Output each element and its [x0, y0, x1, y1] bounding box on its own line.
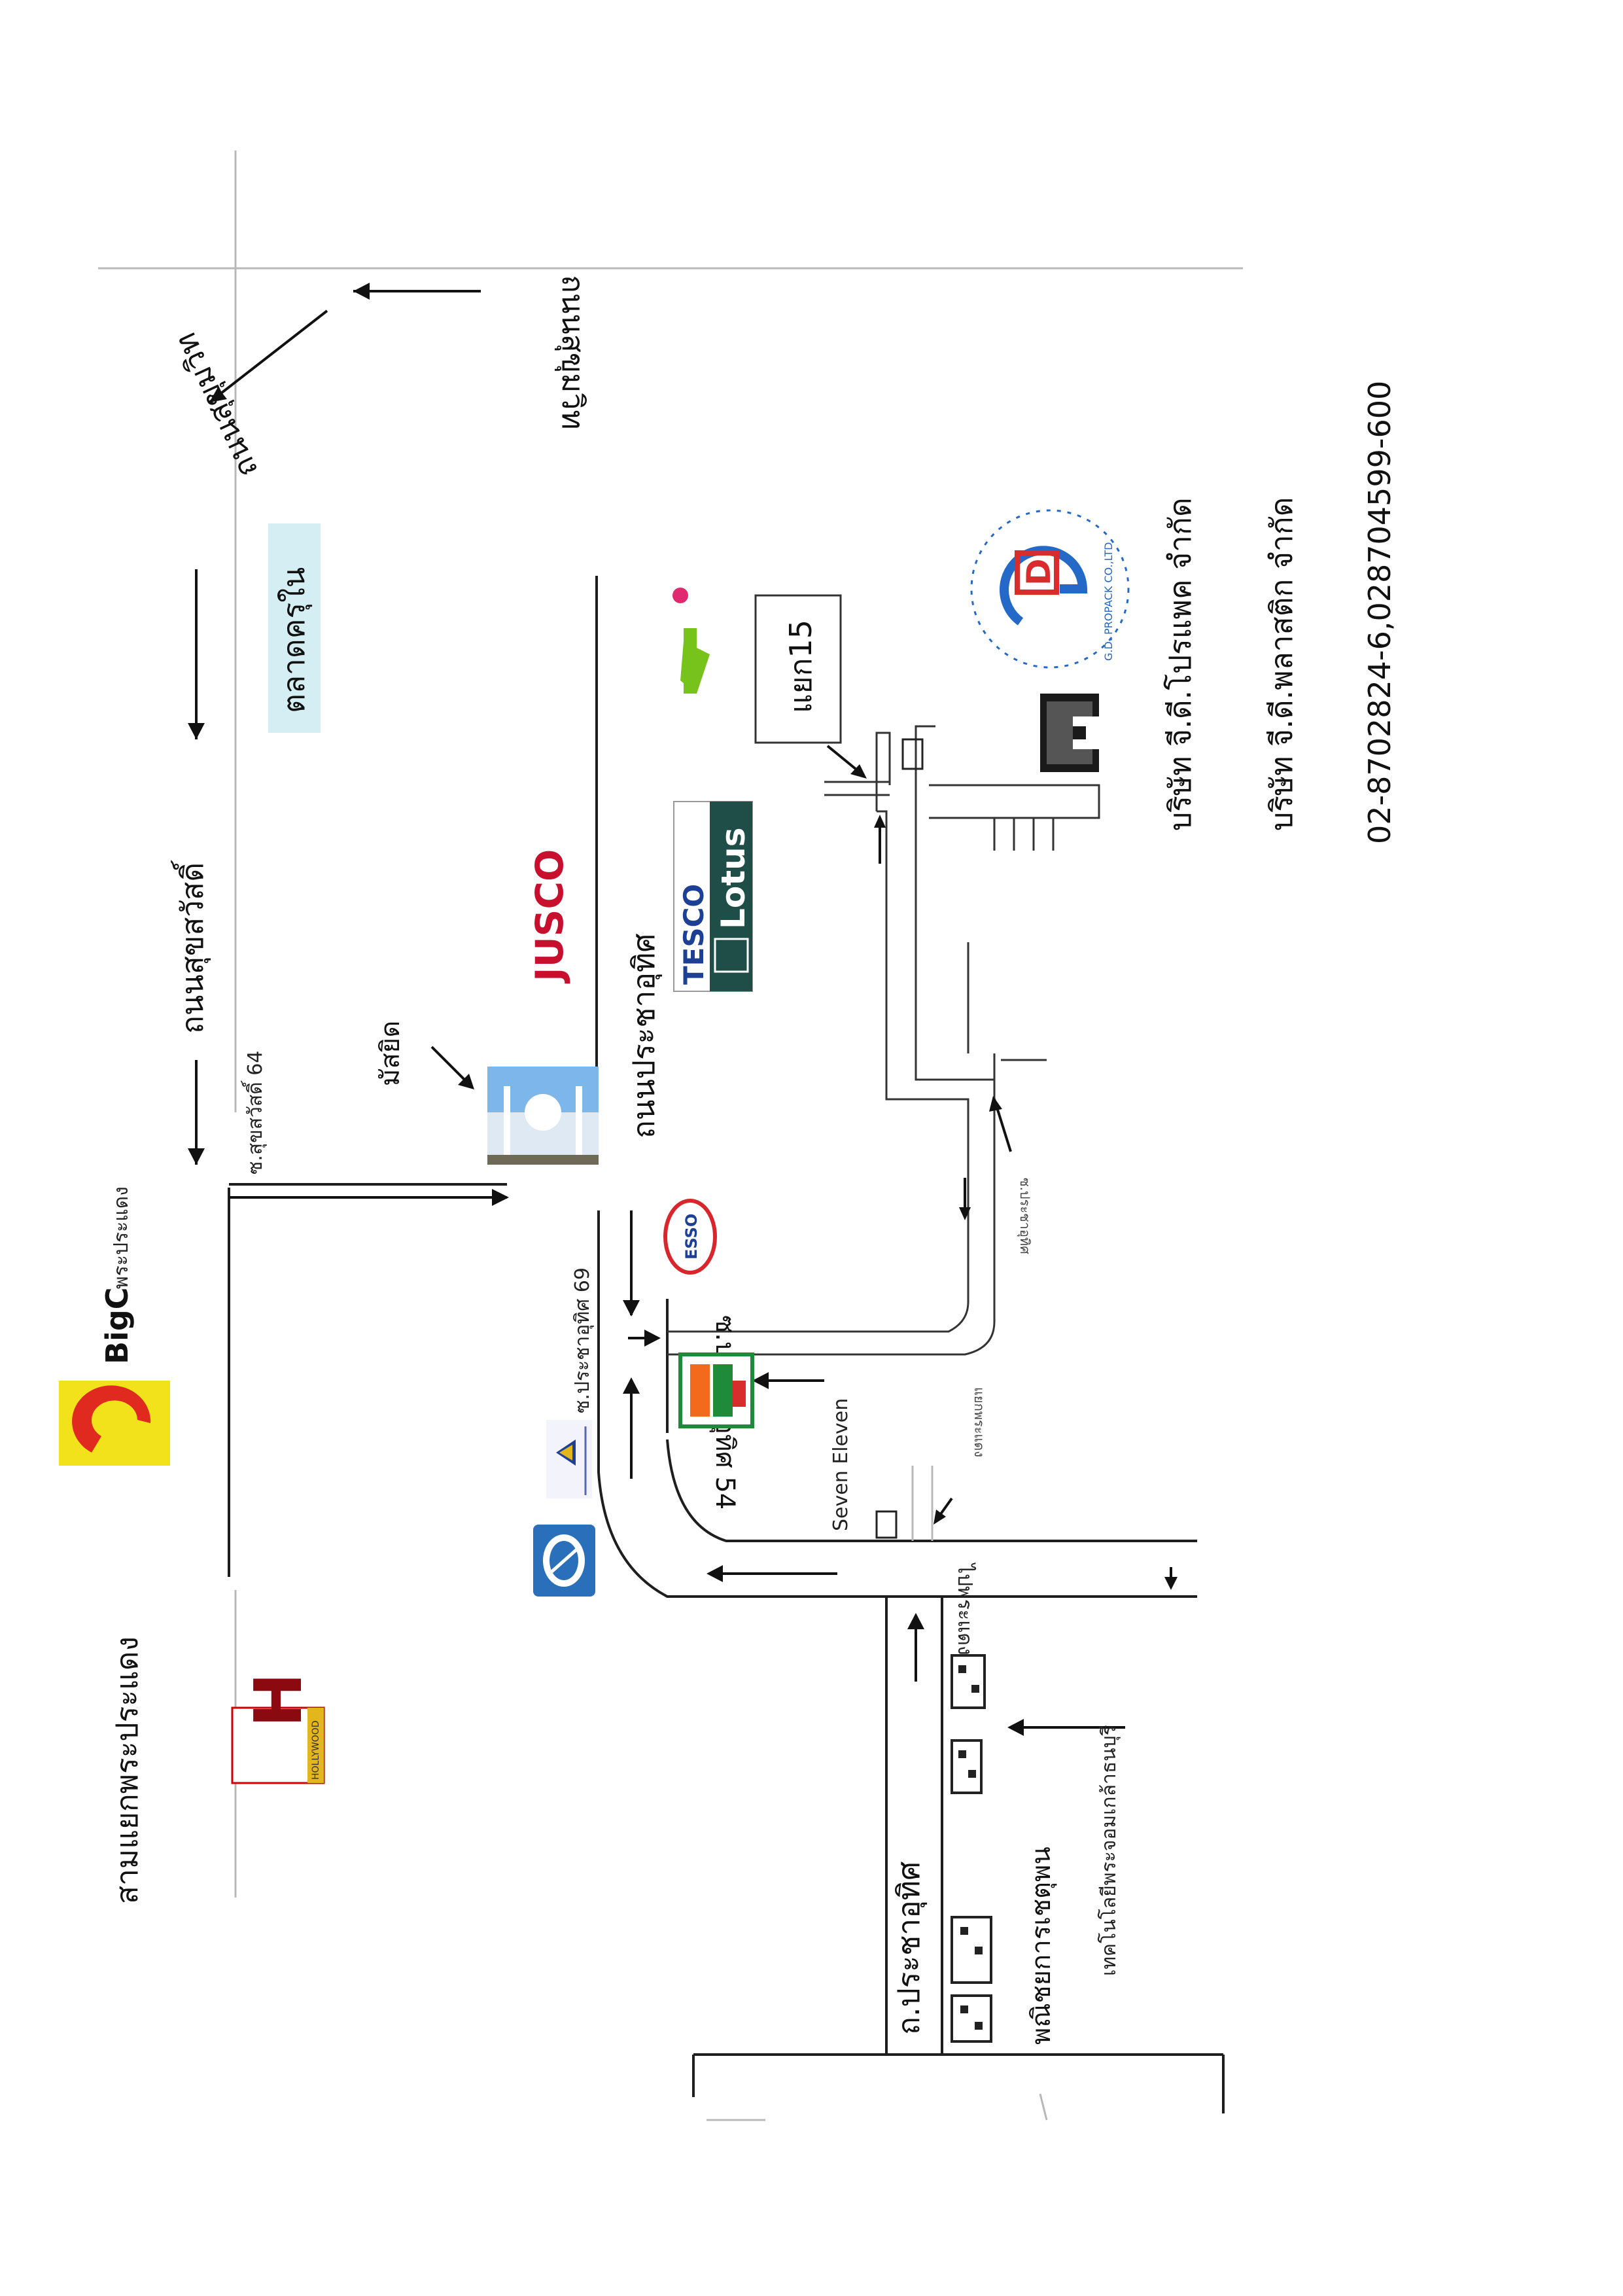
bigc-brand-text: BigC [99, 1287, 135, 1364]
factory-icon [1040, 694, 1099, 772]
faint-guide-lines [98, 150, 1243, 2121]
label-soi-faint-1: ซ.ประชาอุทิศ [1017, 1178, 1033, 1254]
bigc-logo-icon: BigC พระประแดง [59, 1186, 170, 1466]
esso-logo-icon: ESSO [663, 1199, 717, 1275]
gd-logo-ring-text: G.D. PROPACK CO.,LTD [1102, 542, 1115, 661]
bigc-branch-text: พระประแดง [110, 1186, 133, 1289]
label-masjid: มัสยิด [375, 1021, 406, 1086]
label-sukhumvit-top: ถนนสุขุมวิท [554, 275, 591, 430]
labels: สามแยกพระประแดง ถนนสุขุมวิท ถนนสุขุมวิท … [109, 275, 1397, 2045]
mosque-icon [487, 1067, 599, 1165]
label-seven-eleven: Seven Eleven [829, 1398, 852, 1531]
yaek15-text: แยก15 [783, 620, 818, 713]
hollywood-letter: H [240, 1672, 317, 1727]
label-company-1: บริษัท จี.ดี.โปรแพค จำกัด [1162, 497, 1198, 831]
label-soi-64: ซ.สุขสวัสดิ์ 64 [241, 1051, 268, 1174]
building-icon [951, 1739, 983, 1794]
ktb-bank-logo-icon [533, 1525, 595, 1597]
label-soi-faint-2: แยกพระแดง [971, 1387, 987, 1457]
label-sukhumvit-diagonal: ถนนสุขุมวิท [167, 327, 266, 483]
label-suksawat-road: ถนนสุขสวัสดิ์ [171, 860, 211, 1034]
label-school: พณิชยการเชตุพน [1026, 1846, 1057, 2045]
label-phone: 02-8702824-6,028704599-600 [1362, 381, 1397, 844]
talad-kru-nai-box: ตลาดครุใน [268, 523, 321, 733]
label-sam-yaek: สามแยกพระประแดง [109, 1636, 145, 1904]
seven-eleven-logo-text: ELEVEn [718, 1379, 729, 1413]
arrows [188, 283, 1178, 1736]
seven-eleven-logo-icon: ELEVEn [678, 1352, 754, 1428]
hollywood-word: HOLLYWOOD [311, 1720, 321, 1780]
label-soi-69: ซ.ประชาอุทิศ 69 [571, 1267, 595, 1413]
building-icon [951, 1654, 986, 1709]
bangkok-bank-logo-icon [546, 1420, 592, 1498]
building-icon [901, 738, 924, 770]
tesco-text: TESCO [678, 884, 710, 985]
roads [228, 576, 1225, 2113]
label-prachauthit-road: ถนนประชาอุทิศ [626, 933, 663, 1139]
gd-logo-letter: D [1020, 558, 1058, 586]
tesco-lotus-logo: TESCO Lotus [673, 801, 753, 992]
gd-propack-logo-icon: D G.D. PROPACK CO.,LTD [970, 509, 1130, 669]
label-soi-faint-3: ไปพระแดง [953, 1563, 977, 1655]
building-icon [951, 1916, 992, 1984]
label-prachauthit-main: ถ.ประชาอุทิศ [891, 1862, 928, 2035]
building-icon [875, 1510, 898, 1539]
label-tech-college: เทคโนโลยีพระจอมเกล้าธนบุรี [1097, 1725, 1121, 1976]
hollywood-logo-icon: H HOLLYWOOD [231, 1672, 325, 1784]
jusco-logo-text: JUSCO [527, 849, 572, 984]
building-icon [951, 1994, 992, 2043]
yaek15-box: แยก15 [754, 594, 842, 744]
k-logo-icon [672, 588, 710, 694]
label-company-2: บริษัท จี.ดี.พลาสติก จำกัด [1264, 497, 1299, 831]
esso-text: ESSO [682, 1214, 701, 1260]
talad-kru-nai-text: ตลาดครุใน [276, 567, 313, 713]
lotus-text: Lotus [714, 828, 752, 929]
